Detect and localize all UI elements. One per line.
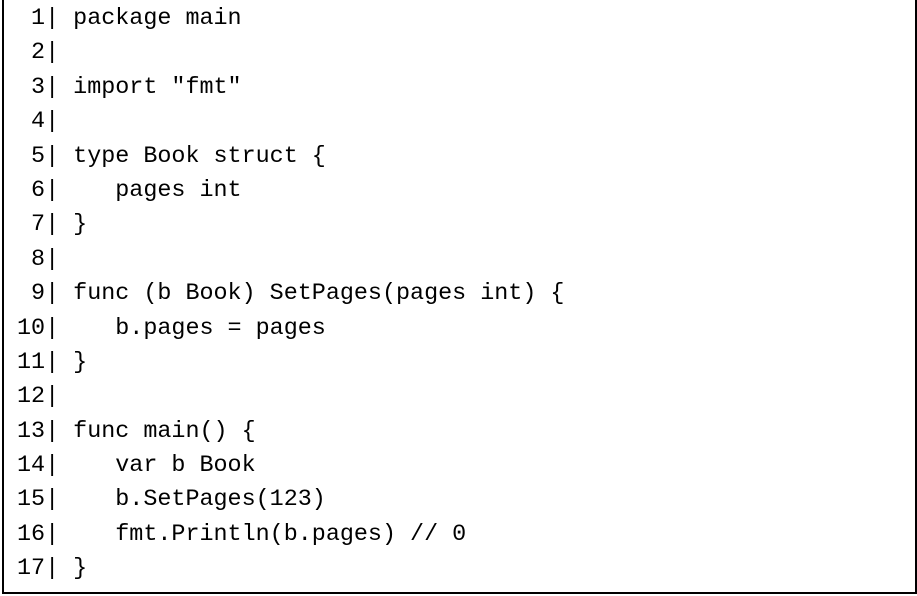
line-number: 5 xyxy=(17,143,46,170)
code-line: 5| type Book struct { xyxy=(17,140,564,174)
gutter-separator: | xyxy=(45,143,74,170)
gutter-separator: | xyxy=(45,74,74,101)
line-code: } xyxy=(73,212,88,239)
line-code: pages int xyxy=(73,177,242,204)
line-number: 6 xyxy=(17,177,46,204)
code-line: 3| import "fmt" xyxy=(17,71,564,105)
line-code: func (b Book) SetPages(pages int) { xyxy=(73,281,565,308)
gutter-separator: | xyxy=(45,453,74,480)
code-line: 4| xyxy=(17,105,564,139)
line-number: 13 xyxy=(17,418,46,445)
code-line: 9| func (b Book) SetPages(pages int) { xyxy=(17,277,564,311)
gutter-separator: | xyxy=(45,487,74,514)
line-number: 3 xyxy=(17,74,46,101)
line-number: 14 xyxy=(17,453,46,480)
code-line: 2| xyxy=(17,36,564,70)
line-code: } xyxy=(73,556,88,583)
line-number: 15 xyxy=(17,487,46,514)
gutter-separator: | xyxy=(45,246,74,273)
gutter-separator: | xyxy=(45,384,74,411)
code-line: 14| var b Book xyxy=(17,449,564,483)
line-number: 10 xyxy=(17,315,46,342)
gutter-separator: | xyxy=(45,109,74,136)
gutter-separator: | xyxy=(45,521,74,548)
gutter-separator: | xyxy=(45,315,74,342)
line-number: 16 xyxy=(17,521,46,548)
code-line: 12| xyxy=(17,380,564,414)
code-line: 17| } xyxy=(17,552,564,586)
gutter-separator: | xyxy=(45,6,74,32)
line-code: b.pages = pages xyxy=(73,315,326,342)
code-line: 1| package main xyxy=(17,2,564,36)
code-listing: 1| package main 2| 3| import "fmt" 4| 5|… xyxy=(17,2,564,587)
code-line: 11| } xyxy=(17,346,564,380)
line-code: var b Book xyxy=(73,453,256,480)
line-code: fmt.Println(b.pages) // 0 xyxy=(73,521,467,548)
gutter-separator: | xyxy=(45,418,74,445)
gutter-separator: | xyxy=(45,281,74,308)
code-line: 8| xyxy=(17,243,564,277)
line-code: } xyxy=(73,349,88,376)
line-number: 4 xyxy=(17,109,46,136)
line-number: 17 xyxy=(17,556,46,583)
code-line: 10| b.pages = pages xyxy=(17,312,564,346)
gutter-separator: | xyxy=(45,40,74,67)
line-number: 1 xyxy=(17,6,46,32)
line-code: package main xyxy=(73,6,242,32)
gutter-separator: | xyxy=(45,349,74,376)
gutter-separator: | xyxy=(45,177,74,204)
line-code: b.SetPages(123) xyxy=(73,487,326,514)
line-number: 2 xyxy=(17,40,46,67)
code-line: 13| func main() { xyxy=(17,415,564,449)
line-code: func main() { xyxy=(73,418,256,445)
line-code: type Book struct { xyxy=(73,143,326,170)
code-line: 16| fmt.Println(b.pages) // 0 xyxy=(17,518,564,552)
line-number: 9 xyxy=(17,281,46,308)
gutter-separator: | xyxy=(45,556,74,583)
line-number: 7 xyxy=(17,212,46,239)
line-number: 8 xyxy=(17,246,46,273)
code-line: 15| b.SetPages(123) xyxy=(17,483,564,517)
line-number: 11 xyxy=(17,349,46,376)
line-number: 12 xyxy=(17,384,46,411)
code-line: 6| pages int xyxy=(17,174,564,208)
gutter-separator: | xyxy=(45,212,74,239)
code-line: 7| } xyxy=(17,208,564,242)
line-code: import "fmt" xyxy=(73,74,242,101)
